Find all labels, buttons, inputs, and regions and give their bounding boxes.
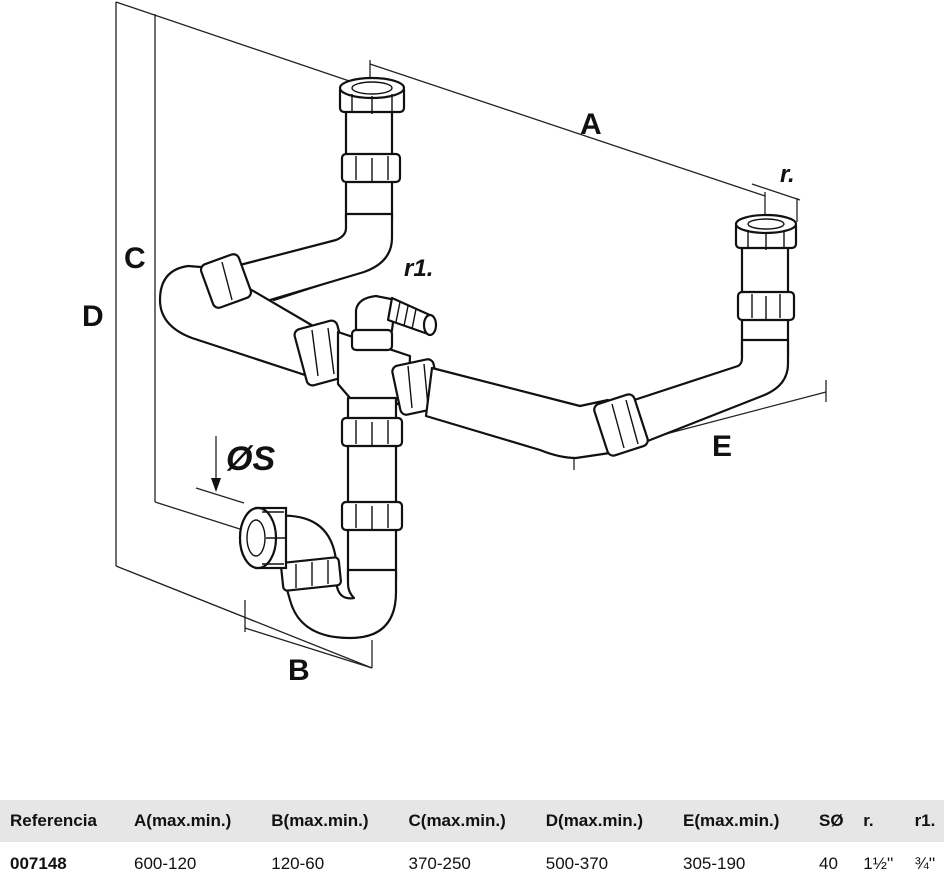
cell-b: 120-60 xyxy=(271,854,325,873)
cell-referencia: 007148 xyxy=(10,854,67,873)
header-e: E(max.min.) xyxy=(683,811,780,830)
label-a: A xyxy=(580,108,602,141)
label-d: D xyxy=(82,300,104,333)
siphon-diagram: A B C D E r. r1. ØS xyxy=(82,1,827,687)
label-s: ØS xyxy=(226,440,275,478)
right-bend-nut xyxy=(593,393,649,457)
right-top-nut xyxy=(734,213,798,250)
right-inlet-pipe xyxy=(620,242,790,446)
cell-e: 305-190 xyxy=(683,854,746,873)
cell-r: 1½'' xyxy=(863,854,894,873)
hose-connector xyxy=(350,294,438,352)
cell-d: 500-370 xyxy=(545,854,609,873)
label-c: C xyxy=(124,242,146,275)
cell-a: 600-120 xyxy=(134,854,197,873)
header-c: C(max.min.) xyxy=(408,811,506,830)
header-r1: r1. xyxy=(914,811,936,830)
header-a: A(max.min.) xyxy=(134,811,232,830)
label-b: B xyxy=(288,654,310,687)
header-r: r. xyxy=(863,811,874,830)
center-down-pipe xyxy=(340,396,404,582)
spec-table: Referencia A(max.min.) B(max.min.) C(max… xyxy=(0,800,944,886)
left-bend xyxy=(234,212,394,308)
header-s: SØ xyxy=(819,811,844,830)
cell-c: 370-250 xyxy=(408,854,471,873)
left-top-nut xyxy=(338,76,406,114)
header-b: B(max.min.) xyxy=(271,811,369,830)
header-d: D(max.min.) xyxy=(545,811,644,830)
label-r: r. xyxy=(780,161,795,188)
header-referencia: Referencia xyxy=(10,811,97,830)
left-horizontal-pipe xyxy=(158,264,322,378)
right-mid-nut xyxy=(736,290,796,322)
trap-bottom-nut xyxy=(279,556,343,592)
left-mid-nut xyxy=(340,152,402,184)
label-r1: r1. xyxy=(404,255,433,282)
outlet-nut xyxy=(238,506,288,570)
label-e: E xyxy=(712,430,732,463)
table-row: 007148 600-120 120-60 370-250 500-370 30… xyxy=(0,842,944,886)
cell-s: 40 xyxy=(819,854,838,873)
cell-r1: ¾'' xyxy=(914,854,936,873)
left-bend-nut xyxy=(199,253,253,309)
spec-table-header-row: Referencia A(max.min.) B(max.min.) C(max… xyxy=(0,800,944,842)
